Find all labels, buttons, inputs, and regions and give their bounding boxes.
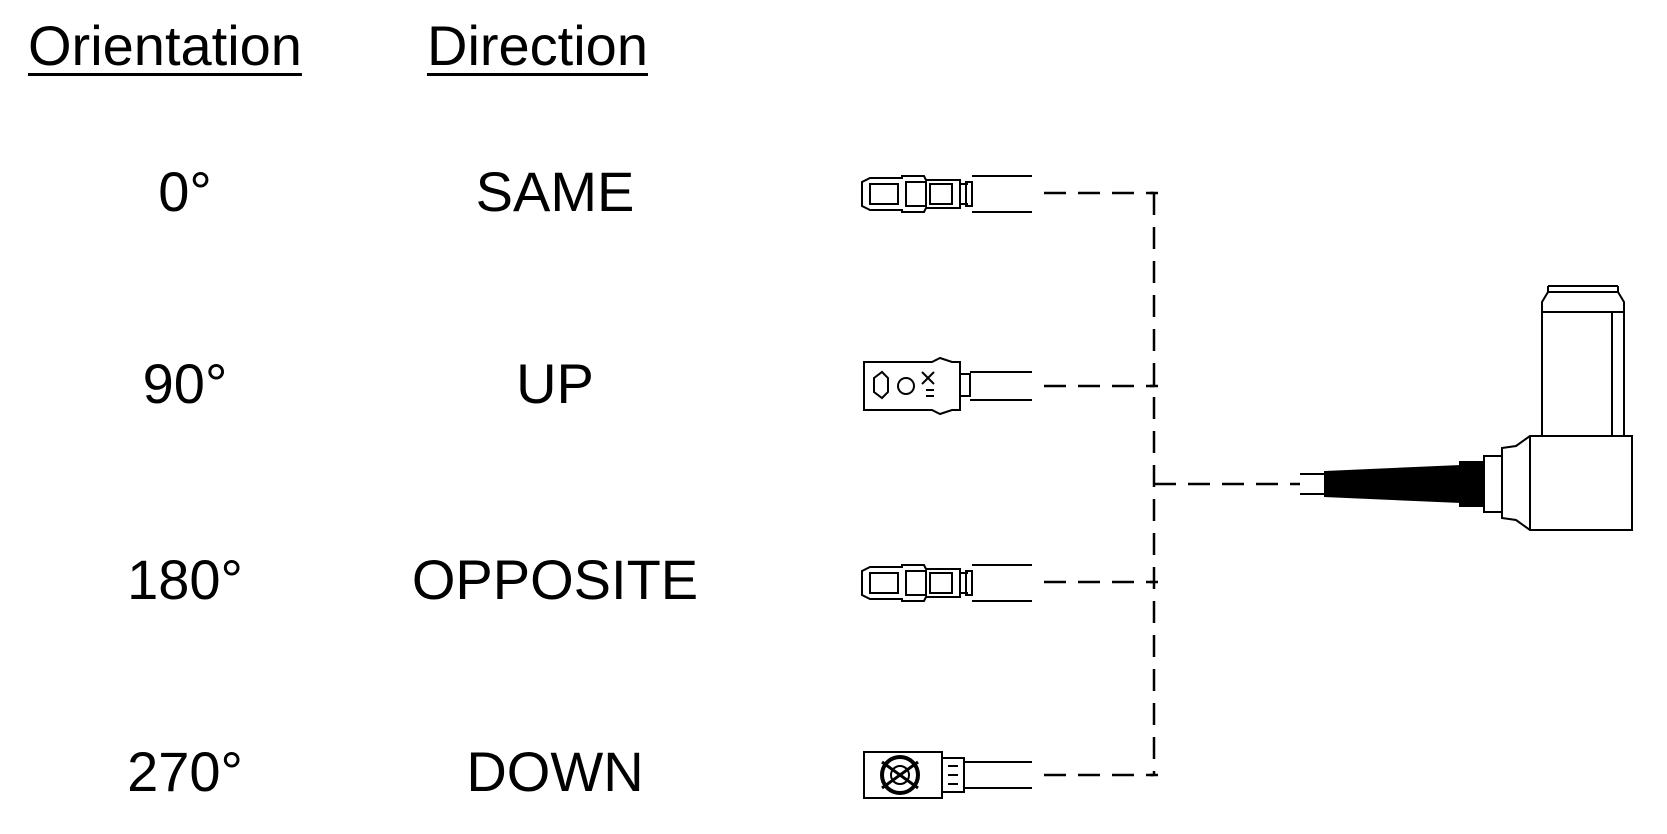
dashed-connection-lines — [1044, 191, 1300, 777]
direction-value-up: UP — [516, 352, 594, 415]
connector-180-icon — [861, 564, 1032, 602]
junction-ticks — [1150, 191, 1158, 777]
connector-0-icon — [861, 175, 1032, 213]
orientation-value-0: 0° — [158, 160, 212, 223]
orientation-value-270: 270° — [127, 740, 243, 803]
orientation-header: Orientation — [28, 14, 302, 77]
direction-value-same: SAME — [475, 160, 635, 223]
motor-assembly-icon — [1300, 285, 1633, 531]
direction-value-opposite: OPPOSITE — [411, 548, 699, 611]
direction-header: Direction — [427, 14, 648, 77]
connector-270-icon — [863, 751, 1032, 799]
connector-90-icon — [863, 356, 1032, 416]
orientation-value-90: 90° — [142, 352, 228, 415]
direction-value-down: DOWN — [466, 740, 644, 803]
orientation-value-180: 180° — [127, 548, 243, 611]
